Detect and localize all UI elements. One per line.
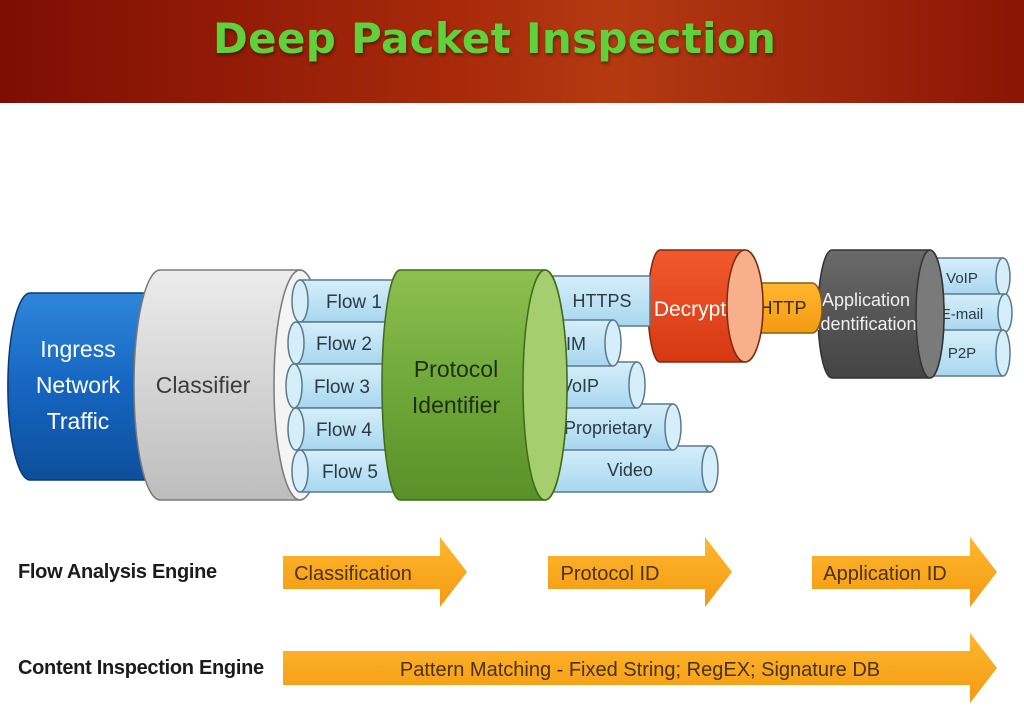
flow-label-3: Flow 3	[314, 377, 370, 398]
ingress-label-line1: Ingress	[40, 336, 115, 362]
stage-application-id: Application ID	[823, 563, 946, 585]
page-title: Deep Packet Inspection	[213, 14, 777, 63]
protocol-identifier-line2: Identifier	[412, 392, 501, 418]
http-pipe: HTTP	[751, 282, 823, 334]
diagram-area: VoIP E-mail P2P Application Identificati…	[0, 103, 1024, 716]
protocol-pipe-video: Video	[544, 445, 719, 493]
stage-classification: Classification	[294, 563, 412, 585]
decrypt-cylinder: Decrypt	[647, 249, 764, 363]
content-inspection-arrow: Pattern Matching - Fixed String; RegEX; …	[283, 633, 997, 703]
protocol-identifier-line1: Protocol	[414, 356, 498, 382]
ingress-label-line2: Network	[36, 372, 121, 398]
flow-label-4: Flow 4	[316, 420, 372, 441]
application-identification-cylinder: Application Identification	[815, 249, 945, 379]
protocol-label-voip: VoIP	[561, 376, 599, 396]
flow-analysis-arrows: Classification Protocol ID Application I…	[283, 537, 997, 607]
title-banner: Deep Packet Inspection	[0, 0, 1024, 103]
flow-label-2: Flow 2	[316, 334, 372, 355]
app-id-label-line2: Identification	[815, 314, 916, 334]
flow-label-5: Flow 5	[322, 462, 378, 483]
arrow-application-id: Application ID	[812, 537, 997, 607]
flow-label-1: Flow 1	[326, 292, 382, 313]
flow-pipe-1: Flow 1	[291, 279, 401, 323]
protocol-label-video: Video	[607, 460, 653, 480]
protocol-identifier-cylinder: Protocol Identifier	[381, 269, 568, 501]
protocol-label-im: IM	[566, 334, 586, 354]
http-label: HTTP	[760, 298, 807, 318]
arrow-classification: Classification	[283, 537, 467, 607]
app-id-label-line1: Application	[822, 290, 910, 310]
ingress-cylinder: Ingress Network Traffic	[7, 292, 151, 481]
flow-pipe-5: Flow 5	[291, 449, 401, 493]
content-inspection-engine-label: Content Inspection Engine	[18, 657, 264, 679]
app-label-email: E-mail	[941, 306, 984, 323]
flow-pipe-4: Flow 4	[287, 407, 401, 451]
protocol-label-proprietary: Proprietary	[564, 418, 652, 438]
app-label-voip: VoIP	[946, 270, 978, 287]
protocol-label-https: HTTPS	[572, 291, 631, 311]
content-inspection-bar-label: Pattern Matching - Fixed String; RegEX; …	[400, 659, 880, 681]
stage-protocol-id: Protocol ID	[561, 563, 660, 585]
classifier-label: Classifier	[156, 372, 251, 398]
dpi-pipeline-diagram: VoIP E-mail P2P Application Identificati…	[7, 249, 1013, 703]
app-label-p2p: P2P	[948, 345, 976, 362]
ingress-label-line3: Traffic	[47, 408, 110, 434]
arrow-protocol-id: Protocol ID	[548, 537, 732, 607]
decrypt-label: Decrypt	[654, 298, 727, 321]
flow-analysis-engine-label: Flow Analysis Engine	[18, 561, 217, 583]
